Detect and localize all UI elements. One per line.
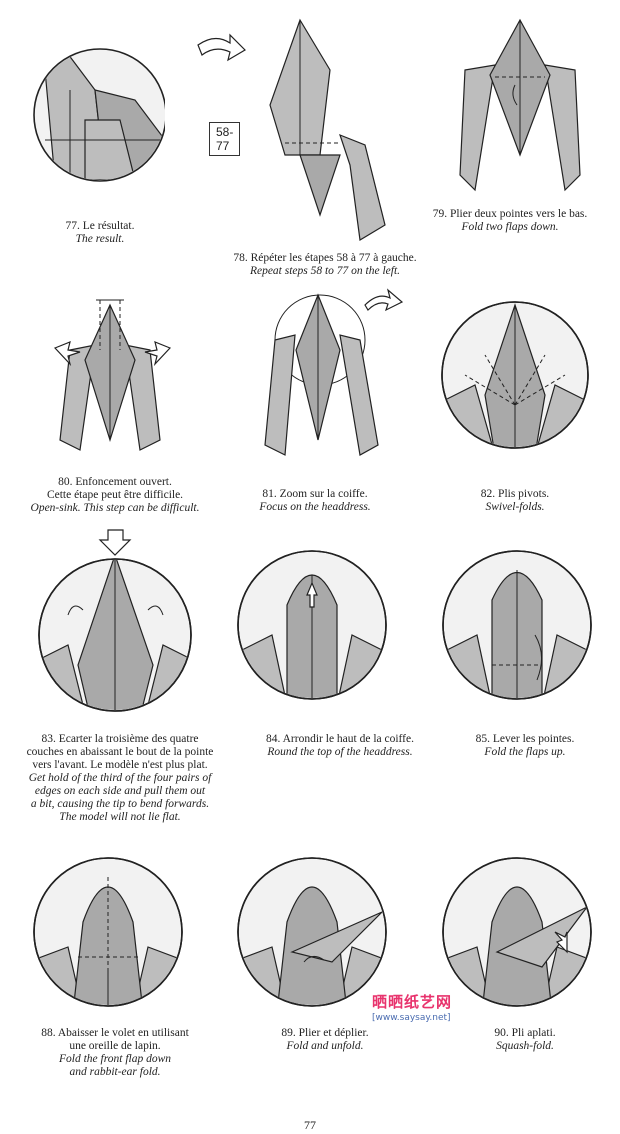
step-88-diagram: [33, 857, 183, 1007]
step-77-caption-en: The result.: [75, 233, 125, 245]
step-83-caption-fr2: couches en abaissant le bout de la point…: [26, 746, 214, 758]
step-89-diagram: [237, 857, 387, 1007]
step-79-caption-fr: 79. Plier deux pointes vers le bas.: [432, 208, 588, 220]
zoom-arrow-icon: [364, 288, 404, 312]
page-number: 77: [304, 1118, 316, 1132]
step-78-caption-en: Repeat steps 58 to 77 on the left.: [249, 265, 401, 277]
step-90-diagram: [442, 857, 592, 1007]
step-88-caption-fr2: une oreille de lapin.: [69, 1040, 161, 1052]
step-80-caption-fr: 80. Enfoncement ouvert.: [58, 476, 172, 488]
step-84-diagram: [237, 550, 387, 700]
step-77-caption-fr: 77. Le résultat.: [65, 220, 135, 232]
step-83-caption-fr: 83. Ecarter la troisième des quatre: [41, 733, 199, 745]
step-79-diagram: [459, 18, 581, 192]
step-83-caption-en4: The model will not lie flat.: [59, 811, 181, 823]
step-84-caption-fr: 84. Arrondir le haut de la coiffe.: [266, 733, 414, 745]
step-83-caption-fr3: vers l'avant. Le modèle n'est plus plat.: [32, 759, 208, 771]
step-85-caption-en: Fold the flaps up.: [484, 746, 566, 758]
push-arrow-left-icon: [53, 341, 81, 367]
step-83-caption-en3: a bit, causing the tip to bend forwards.: [30, 798, 210, 810]
step-83-caption-en: Get hold of the third of the four pairs …: [28, 772, 212, 784]
lift-arrow-icon: [534, 634, 542, 681]
step-81-caption-en: Focus on the headdress.: [259, 501, 371, 513]
step-80-caption-en: Open-sink. This step can be difficult.: [30, 502, 200, 514]
step-88-caption-en: Fold the front flap down: [58, 1053, 172, 1065]
watermark-title: 晒晒纸艺网: [372, 993, 453, 1011]
step-77-diagram: [33, 48, 165, 182]
step-90-caption-en: Squash-fold.: [496, 1040, 554, 1052]
step-81-diagram: [264, 288, 404, 456]
step-82-diagram: [441, 301, 589, 449]
step-80-diagram: [53, 299, 172, 451]
step-88-caption-fr: 88. Abaisser le volet en utilisant: [41, 1027, 189, 1039]
step-82-caption-fr: 82. Plis pivots.: [480, 488, 550, 500]
step-81-caption-fr: 81. Zoom sur la coiffe.: [262, 488, 368, 500]
step-90-caption-fr: 90. Pli aplati.: [494, 1027, 556, 1039]
squash-arrow-icon: [554, 931, 568, 954]
step-85-diagram: [442, 550, 592, 700]
step-84-caption-en: Round the top of the headdress.: [267, 746, 413, 758]
site-watermark: 晒晒纸艺网 [www.saysay.net]: [372, 991, 452, 1023]
up-arrow-icon: [306, 581, 318, 608]
step-89-caption-en: Fold and unfold.: [286, 1040, 364, 1052]
step-82-caption-en: Swivel-folds.: [485, 501, 545, 513]
step-83-caption-en2: edges on each side and pull them out: [34, 785, 206, 797]
step-80-caption-fr2: Cette étape peut être difficile.: [46, 489, 184, 501]
push-arrow-right-icon: [144, 341, 172, 367]
fold-arrow-icon: [512, 84, 518, 106]
step-range-tag: 58-77: [209, 122, 241, 156]
step-88-caption-en2: and rabbit-ear fold.: [69, 1066, 161, 1078]
watermark-url: [www.saysay.net]: [372, 1013, 451, 1023]
step-83-diagram: [38, 529, 192, 712]
press-arrow-icon: [98, 529, 132, 556]
step-78-diagram: [197, 18, 386, 241]
step-89-caption-fr: 89. Plier et déplier.: [281, 1027, 369, 1039]
step-79-caption-en: Fold two flaps down.: [461, 221, 559, 233]
step-78-caption-fr: 78. Répéter les étapes 58 à 77 à gauche.: [233, 252, 417, 264]
step-85-caption-fr: 85. Lever les pointes.: [475, 733, 575, 745]
turn-over-arrow-icon: [197, 33, 246, 62]
